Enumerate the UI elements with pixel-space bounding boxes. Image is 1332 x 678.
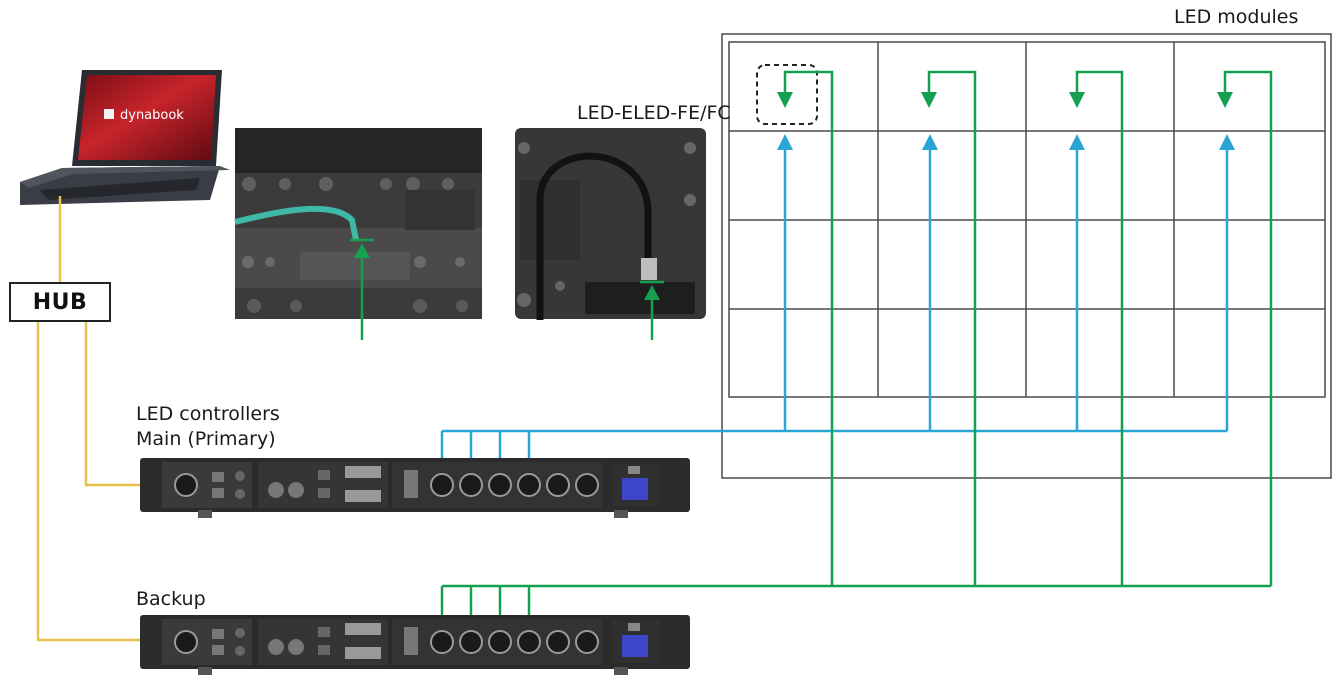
- hub-label: HUB: [33, 290, 88, 315]
- backup-controller: [140, 615, 690, 675]
- main-controller: [140, 458, 690, 518]
- module-back-photo: [235, 128, 482, 319]
- main-controller-label-line2: Main (Primary): [136, 428, 276, 450]
- main-controller-label-line1: LED controllers: [136, 403, 280, 425]
- led-module-panel: [722, 34, 1331, 478]
- led-modules-label: LED modules: [1174, 6, 1298, 28]
- connector-closeup-photo: [515, 128, 706, 320]
- laptop-icon: [20, 70, 230, 205]
- hub-box: HUB: [9, 282, 111, 322]
- laptop-brand-label: dynabook: [120, 108, 184, 123]
- backup-controller-label: Backup: [136, 588, 206, 610]
- connector-model-label: LED-ELED-FE/FC: [577, 102, 731, 124]
